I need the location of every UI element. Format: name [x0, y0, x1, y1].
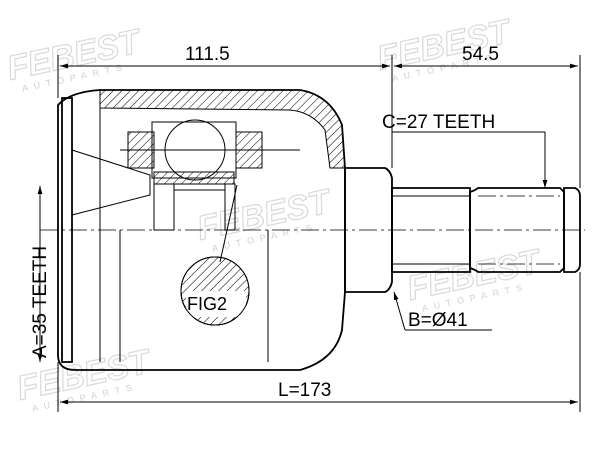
housing	[57, 89, 346, 371]
dim-shaft-length-text: 54.5	[462, 44, 499, 65]
dim-shaft-length: 54.5	[394, 44, 581, 188]
dim-outer-spline-text: C=27 TEETH	[382, 112, 495, 133]
dim-outer-spline: C=27 TEETH	[382, 112, 548, 188]
dim-inner-spline-text: A=35 TEETH	[30, 246, 51, 358]
dim-overall-length-text: L=173	[278, 380, 331, 401]
watermark-group: FEBEST AUTOPARTS FEBEST AUTOPARTS FEBEST…	[3, 11, 546, 413]
dim-inner-spline: A=35 TEETH	[30, 186, 51, 362]
shaft	[344, 167, 581, 293]
dim-seal-diameter-text: B=Ø41	[408, 310, 468, 331]
fig2-label: FIG2	[187, 294, 227, 314]
dim-body-length: 111.5	[57, 44, 393, 168]
dim-seal-diameter: B=Ø41	[393, 291, 492, 331]
dim-body-length-text: 111.5	[185, 44, 230, 65]
dim-overall-length: L=173	[57, 272, 581, 412]
inner-race	[71, 119, 300, 231]
fig2-detail: FIG2	[180, 184, 250, 326]
